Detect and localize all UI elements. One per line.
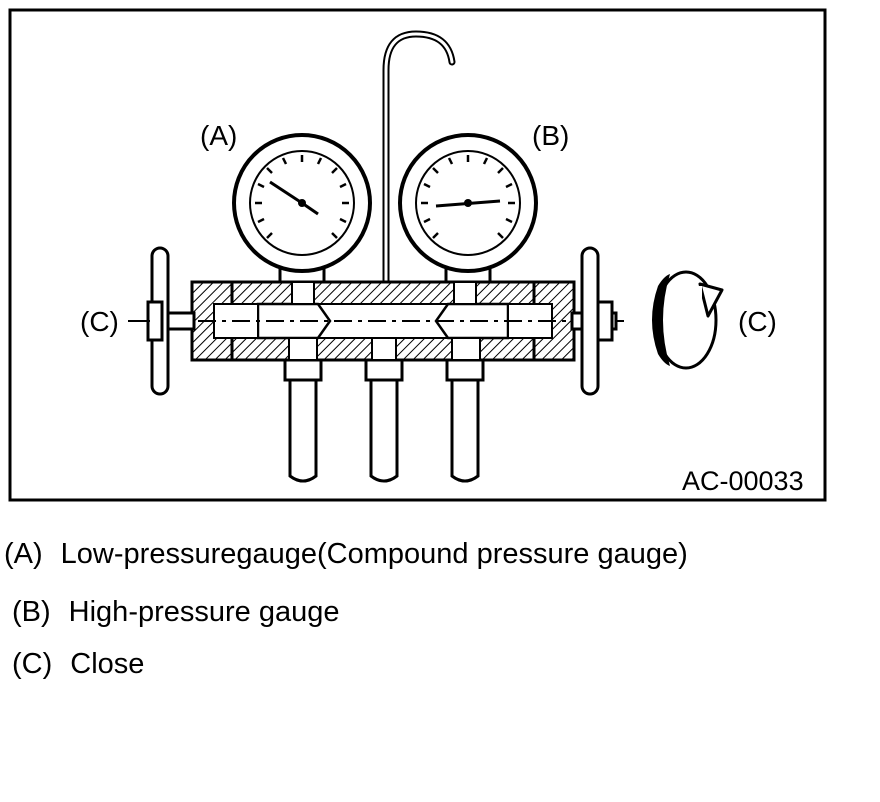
right-hand-wheel [580, 246, 614, 396]
manifold-body [130, 280, 630, 362]
high-pressure-gauge [398, 133, 538, 273]
gauge-a-ticks [255, 155, 349, 239]
label-c-right: (C) [738, 306, 777, 337]
gauge-b-ticks [421, 155, 515, 239]
low-pressure-gauge [232, 133, 372, 273]
manifold-gauge-diagram: (A) (B) (C) (C) AC-00033 [8, 8, 827, 502]
legend-key: (A) [4, 538, 43, 570]
legend-item-a: (A) Low-pressuregauge(Compound pressure g… [4, 536, 688, 572]
label-c-left: (C) [80, 306, 119, 337]
legend-key: (C) [12, 648, 53, 680]
legend-text: Low-pressuregauge(Compound pressure gaug… [60, 538, 688, 570]
left-hand-wheel [146, 246, 170, 396]
legend-text: High-pressure gauge [68, 596, 340, 628]
legend-key: (B) [12, 596, 51, 628]
label-a: (A) [200, 120, 237, 151]
figure-frame [8, 8, 827, 502]
legend-item-c: (C) Close [12, 646, 144, 682]
legend-text: Close [70, 648, 145, 680]
close-rotation-arrow-icon [652, 270, 724, 370]
legend-item-b: (B) High-pressure gauge [12, 594, 340, 630]
figure-code: AC-00033 [682, 466, 804, 496]
hoses [288, 378, 480, 483]
label-b: (B) [532, 120, 569, 151]
gauge-a-needle [269, 180, 303, 205]
